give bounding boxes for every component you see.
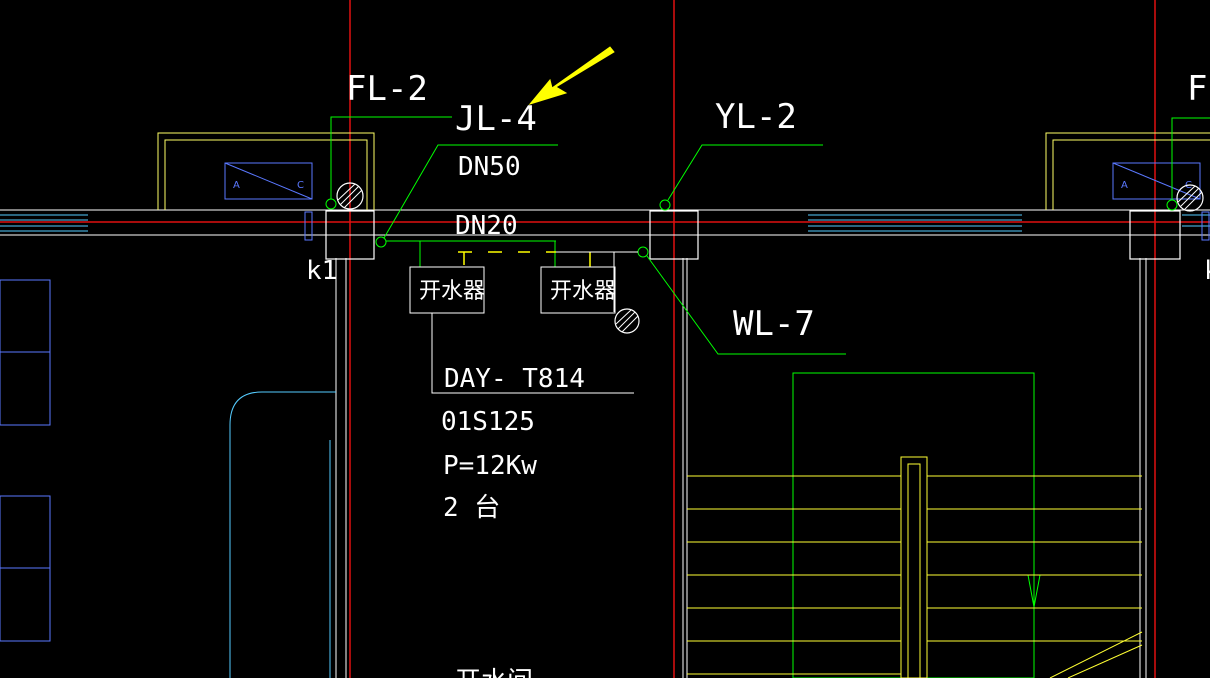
water-heater-1-label: 开水器	[419, 279, 485, 304]
spec-quantity: 2 台	[443, 493, 500, 523]
room-label-partial: 开水间	[455, 667, 533, 678]
pipes-and-leaders	[325, 116, 1210, 678]
riser-jl4-marker	[375, 236, 387, 248]
label-yl2: YL-2	[715, 97, 797, 137]
riser-fl-right	[1176, 184, 1204, 212]
ac-panel-left	[224, 162, 313, 200]
label-dn50: DN50	[458, 152, 521, 182]
drain-white-line	[556, 251, 638, 312]
panel-mark-c-left: C	[297, 180, 304, 191]
stair-down-arrow	[1027, 574, 1041, 608]
ac-panel-right	[1112, 162, 1201, 200]
spec-leader	[431, 313, 634, 394]
window-strips	[0, 214, 1210, 232]
label-k-right: k	[1204, 256, 1210, 286]
riser-drain-right	[614, 308, 640, 334]
annotation-arrow	[528, 46, 615, 105]
label-k1: k1	[306, 256, 337, 286]
riser-fl2-marker	[325, 198, 337, 210]
spec-power: P=12Kw	[443, 451, 537, 481]
alcoves	[157, 132, 1210, 210]
riser-fl-right-marker	[1166, 199, 1178, 211]
riser-wl7-marker	[637, 246, 649, 258]
left-door-curve	[229, 391, 336, 678]
label-jl4: JL-4	[455, 99, 537, 139]
label-dn20: DN20	[455, 211, 518, 241]
stair-treads	[687, 456, 1143, 678]
label-fl-right: FL	[1187, 69, 1210, 109]
riser-fl2-left	[336, 182, 364, 210]
label-fl2-left: FL-2	[346, 69, 428, 109]
spec-standard: 01S125	[441, 407, 535, 437]
drain-dashed-line	[458, 251, 591, 267]
riser-yl2-marker	[659, 199, 671, 211]
pipe-risers	[336, 182, 1204, 334]
water-heater-2-label: 开水器	[550, 279, 616, 304]
left-furniture	[0, 279, 51, 642]
panel-mark-a-left: A	[233, 180, 240, 191]
column-3	[1129, 210, 1181, 260]
riser-hatching	[337, 183, 1203, 333]
column-1	[325, 210, 375, 260]
k1-door-mark	[304, 211, 1210, 241]
label-wl7: WL-7	[733, 304, 815, 344]
structural-columns	[325, 210, 1181, 260]
stair-down-frame	[792, 372, 1035, 678]
column-2	[649, 210, 699, 260]
water-heater-1	[409, 266, 485, 314]
spec-model: DAY- T814	[444, 364, 585, 394]
water-heater-2	[540, 266, 616, 314]
panel-mark-a-right: A	[1121, 180, 1128, 191]
